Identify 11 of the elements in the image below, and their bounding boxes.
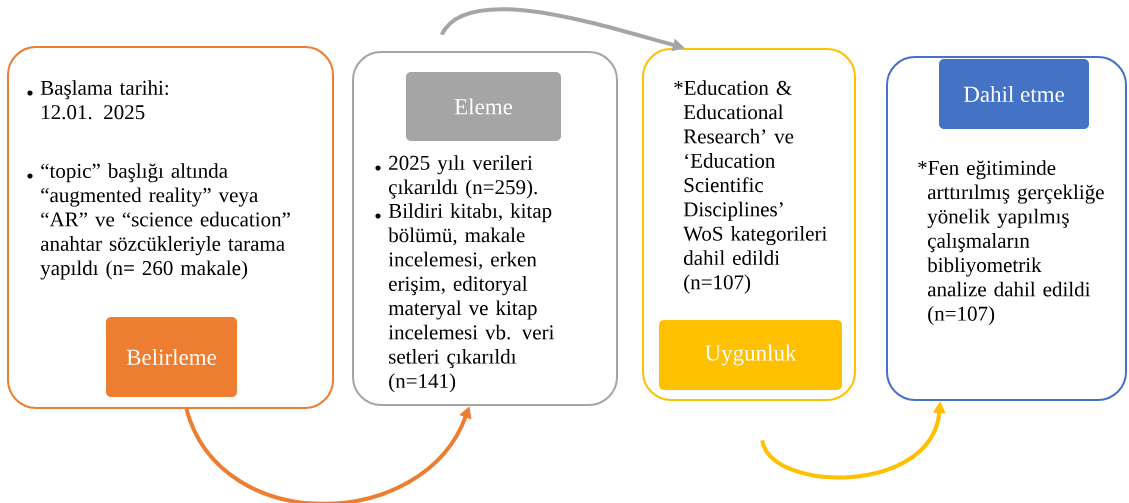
list-item: Başlama tarihi: 12.01. 2025 — [27, 80, 168, 120]
stage-label: Uygunluk — [659, 320, 842, 390]
stage-label: Eleme — [406, 72, 561, 141]
list-item: *Education & Educational Research’ ve ‘Education Scientific Disciplines’ WoS kategorileri dahil edildi (n=107) — [674, 80, 827, 294]
process-box — [7, 46, 334, 409]
list-item: *Fen eğitiminde arttırılmış gerçekliğe yönelik yapılmış çalışmaların bibliyometrik analize dahil edildi (n=107) — [918, 160, 1104, 326]
list-item: “topic” başlığı altında “augmented reality” veya “AR” ve “science education” anahtar sözcükleriyle tarama yapıldı (n= 260 makale) — [27, 163, 290, 280]
list-item: 2025 yılı verileri çıkarıldı (n=259). — [375, 155, 537, 199]
list-item: Bildiri kitabı, kitap bölümü, makale incelemesi, erken erişim, editoryal materyal ve kitap incelemesi vb. veri setleri çıkarıldı (n=141) — [375, 203, 555, 393]
stage-label: Belirleme — [106, 317, 237, 397]
stage-label: Dahil etme — [939, 59, 1089, 129]
